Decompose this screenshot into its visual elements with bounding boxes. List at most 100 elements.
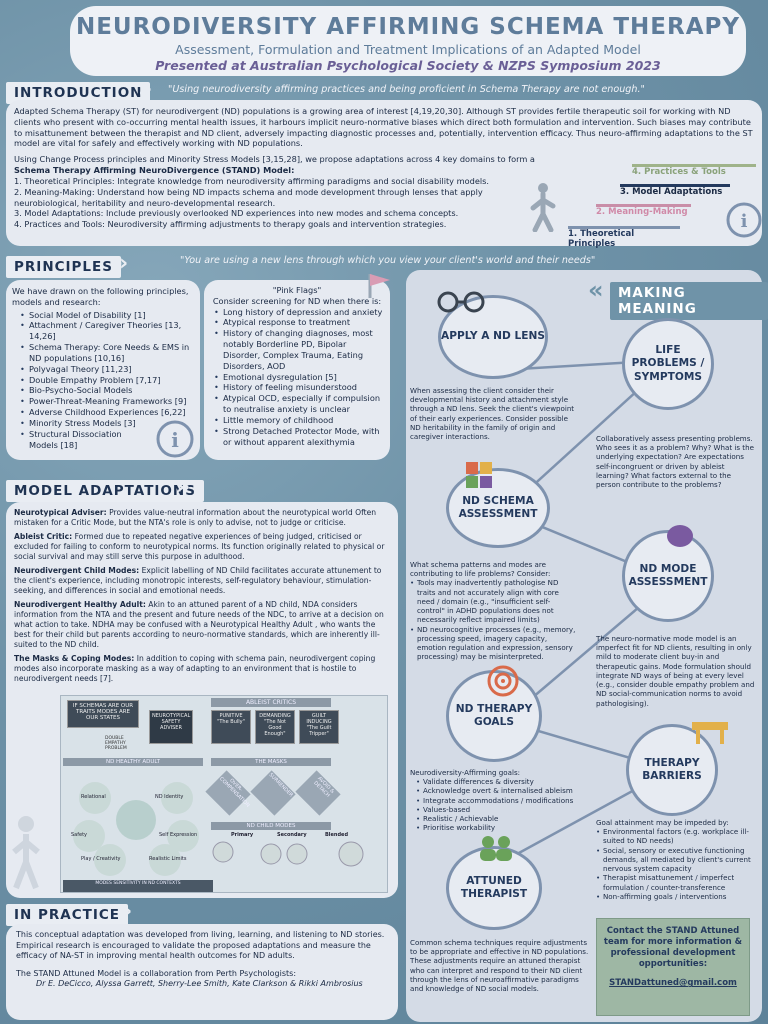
safety-label: Safety (71, 832, 87, 838)
model-heading: MODEL ADAPTATIONS (6, 480, 204, 502)
intro-paragraph-2: Using Change Process principles and Mino… (14, 154, 535, 165)
list-item: Power-Threat-Meaning Frameworks [9] (20, 396, 194, 407)
list-item: Emotional dysregulation [5] (214, 372, 384, 383)
therapy-barriers-circle: THERAPY BARRIERS (626, 724, 718, 816)
list-item: Prioritise workability (416, 823, 578, 832)
play-label: Play / Creativity (81, 856, 121, 862)
list-item: Tools may inadvertently pathologise ND t… (410, 578, 578, 624)
nta-label: Neurotypical Adviser: (14, 508, 107, 517)
making-meaning-heading: MAKING MEANING (610, 282, 768, 320)
list-item: Non-affirming goals / interventions (596, 892, 756, 901)
life-problems-text: Collaboratively assess presenting proble… (596, 434, 754, 490)
list-item: Adverse Childhood Experiences [6,22] (20, 407, 194, 418)
list-item: Double Empathy Problem [7,17] (20, 375, 194, 386)
list-item: Environmental factors (e.g. workplace il… (596, 827, 756, 845)
therapy-goals-intro: Neurodiversity-Affirming goals: (410, 768, 521, 777)
pink-flags-intro: Consider screening for ND when there is: (212, 295, 382, 306)
glasses-icon (437, 291, 485, 313)
avoid-detach-box: AVOID & DETACH (295, 770, 341, 816)
principles-intro: We have drawn on the following principle… (12, 286, 189, 307)
practice-paragraph: This conceptual adaptation was developed… (16, 930, 385, 961)
nd-schema-assessment-circle: ND SCHEMA ASSESSMENT (446, 468, 550, 548)
list-item: Atypical OCD, especially if compulsion t… (214, 393, 384, 415)
mode-assessment-text: The neuro-normative mode model is an imp… (596, 634, 755, 708)
primary-label: Primary (231, 832, 254, 838)
relational-label: Relational (81, 794, 106, 800)
intro-heading: INTRODUCTION (6, 82, 151, 104)
list-item: Strong Detached Protector Mode, with or … (214, 426, 384, 448)
list-item: ND neurocognitive processes (e.g., memor… (410, 625, 578, 662)
intro-paragraph-1: Adapted Schema Therapy (ST) for neurodiv… (14, 106, 753, 149)
pathway-lines (500, 358, 672, 862)
principles-panel: We have drawn on the following principle… (6, 280, 200, 460)
list-item: Long history of depression and anxiety (214, 307, 384, 318)
domain-item-2: 2. Meaning-Making: Understand how being … (14, 186, 483, 208)
pink-flags-title: "Pink Flags" (272, 285, 322, 295)
intro-panel: Adapted Schema Therapy (ST) for neurodiv… (6, 100, 762, 246)
therapy-goals-text: Neurodiversity-Affirming goals: Validate… (410, 768, 578, 833)
schemas-note: IF SCHEMAS ARE OUR TRAITS MODES ARE OUR … (67, 700, 139, 728)
nta-box: NEUROTYPICAL SAFETY ADVISER (149, 710, 193, 744)
nd-therapy-goals-circle: ND THERAPY GOALS (446, 670, 542, 762)
nd-child-modes-label: ND CHILD MODES (211, 822, 331, 830)
list-item: Integrate accommodations / modifications (416, 796, 578, 805)
brain-icon (667, 525, 693, 547)
list-item: Attachment / Caregiver Theories [13, 14,… (20, 320, 194, 342)
therapy-barriers-text: Goal attainment may be impeded by: Envir… (596, 818, 756, 901)
title-banner: NEURODIVERSITY AFFIRMING SCHEMA THERAPY … (70, 6, 746, 76)
list-item: Minority Stress Models [3] (20, 418, 194, 429)
contact-text: Contact the STAND Attuned team for more … (603, 926, 743, 970)
domain-item-3: 3. Model Adaptations: Include previously… (14, 208, 459, 219)
practice-panel: This conceptual adaptation was developed… (6, 924, 398, 1020)
svg-text:i: i (171, 428, 179, 452)
nd-identity-label: ND Identity (155, 794, 184, 800)
surrender-box: SURRENDER (250, 770, 296, 816)
schema-assessment-text: What schema patterns and modes are contr… (410, 560, 578, 661)
double-empathy-label: DOUBLE EMPATHY PROBLEM (105, 736, 127, 751)
target-icon (487, 665, 519, 697)
presented-at: Presented at Australian Psychological So… (155, 58, 661, 73)
principles-quote: "You are using a new lens through which … (180, 255, 596, 266)
guilt-box: GUILT INDUCING "The Guilt Tripper" (299, 710, 339, 744)
contact-email-link[interactable]: STANDattuned@gmail.com (609, 978, 737, 989)
list-item: Values-based (416, 805, 578, 814)
punitive-box: PUNITIVE "The Bully" (211, 710, 251, 744)
life-problems-circle: LIFE PROBLEMS / SYMPTOMS (622, 318, 714, 410)
nta-text: Provides value-neutral information about… (14, 508, 377, 528)
puzzle-icon (466, 462, 492, 488)
ableist-critics-label: ABLEIST CRITICS (211, 698, 331, 707)
masks-label: The Masks & Coping Modes: (14, 654, 135, 664)
nd-mode-assessment-circle: ND MODE ASSESSMENT (622, 530, 714, 622)
list-item: Atypical response to treatment (214, 317, 384, 328)
info-icon: i (156, 420, 194, 458)
chevron-left-icon: « (588, 276, 604, 304)
stair-4: 4. Practices & Tools (632, 164, 756, 177)
intro-quote: "Using neurodiversity affirming practice… (168, 84, 645, 95)
authors: Dr E. DeCicco, Alyssa Garrett, Sherry-Le… (36, 979, 363, 989)
pink-flags-list: Long history of depression and anxiety A… (214, 307, 384, 448)
list-item: Little memory of childhood (214, 415, 384, 426)
blended-label: Blended (325, 832, 349, 838)
stair-3: 3. Model Adaptations (620, 184, 730, 197)
walking-person-icon (530, 183, 556, 232)
masks-text: In addition to coping with schema pain, … (14, 654, 376, 684)
apply-nd-lens-text: When assessing the client consider their… (410, 386, 575, 442)
chevron-right-icon: » (138, 77, 153, 102)
list-item: Social Model of Disability [1] (20, 310, 194, 321)
pink-flags-panel: "Pink Flags" Consider screening for ND w… (204, 280, 390, 460)
stair-2: 2. Meaning-Making (596, 204, 691, 217)
poster-subtitle: Assessment, Formulation and Treatment Im… (175, 42, 641, 57)
ableist-text: Formed due to repeated negative experien… (14, 532, 385, 562)
pink-flag-icon (368, 274, 390, 298)
list-item: History of feeling misunderstood (214, 382, 384, 393)
list-item: Social, sensory or executive functioning… (596, 846, 756, 874)
secondary-label: Secondary (277, 832, 307, 838)
info-icon: i (726, 202, 762, 238)
list-item: Therapist misattunement / imperfect form… (596, 873, 756, 891)
the-masks-label: THE MASKS (211, 758, 331, 766)
list-item: Realistic / Achievable (416, 814, 578, 823)
attuned-therapist-text: Common schema techniques require adjustm… (410, 938, 589, 994)
sensitivity-bar: MODES SENSITIVITY IN ND CONTEXTS (63, 880, 213, 892)
collaboration-note: The STAND Attuned Model is a collaborati… (16, 968, 297, 978)
ableist-label: Ableist Critic: (14, 532, 73, 542)
